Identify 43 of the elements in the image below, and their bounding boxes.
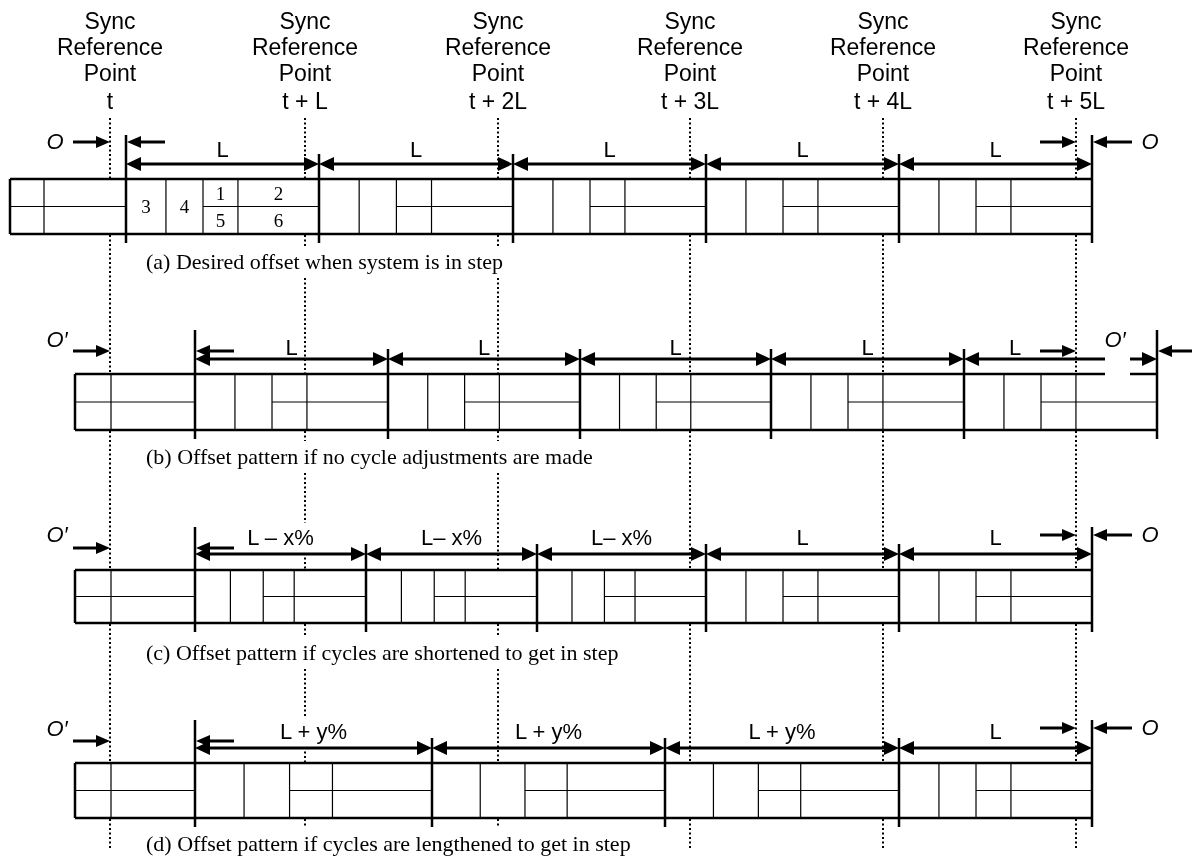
offset-label: O	[1141, 130, 1159, 154]
time-label: t + 5L	[1046, 88, 1106, 114]
cycle-length-label: L + y%	[514, 720, 583, 744]
offset-label: O	[46, 130, 64, 154]
cycle-length-label: L	[989, 720, 1002, 744]
phase-number: 3	[141, 197, 151, 217]
cycle-length-label: L	[409, 138, 423, 162]
caption: (a) Desired offset when system is in step	[146, 249, 504, 275]
offset-label: O	[1141, 523, 1159, 547]
caption: (b) Offset pattern if no cycle adjustments are made	[146, 444, 593, 470]
cycle-length-label: L	[861, 336, 874, 360]
cycle-length-label: L	[989, 138, 1002, 162]
cycle-length-label: L	[285, 336, 298, 360]
offset-label: O′	[1104, 328, 1126, 352]
time-label: t + 3L	[660, 88, 720, 114]
cycle-length-label: L	[603, 138, 616, 162]
caption: (d) Offset pattern if cycles are lengthened to get in step	[146, 831, 631, 857]
offset-label: O′	[46, 717, 68, 741]
cycle-length-label: L– x%	[590, 526, 653, 550]
offset-label: O′	[46, 523, 68, 547]
cycle-length-label: L	[989, 526, 1002, 550]
cycle-length-label: L + y%	[279, 720, 348, 744]
phase-number: 1	[215, 184, 226, 204]
time-label: t + 2L	[468, 88, 528, 114]
cycle-length-label: L + y%	[748, 720, 816, 744]
cycle-length-label: L	[216, 138, 229, 162]
cycle-length-label: L	[796, 526, 809, 550]
phase-number: 2	[273, 184, 284, 204]
phase-number: 4	[179, 197, 190, 217]
offset-label: O	[1141, 716, 1159, 740]
caption: (c) Offset pattern if cycles are shortened to get in step	[146, 640, 619, 666]
offset-label: O′	[46, 328, 68, 352]
time-label: t	[106, 88, 114, 114]
cycle-length-label: L	[796, 138, 809, 162]
cycle-length-label: L– x%	[420, 526, 483, 550]
cycle-length-label: L	[477, 336, 491, 360]
phase-number: 6	[273, 211, 284, 231]
cycle-length-label: L	[1008, 336, 1022, 360]
cycle-length-label: L – x%	[247, 526, 314, 550]
time-label: t + L	[282, 88, 328, 114]
cycle-length-label: L	[669, 336, 682, 360]
phase-number: 5	[215, 211, 226, 231]
time-label: t + 4L	[853, 88, 913, 114]
